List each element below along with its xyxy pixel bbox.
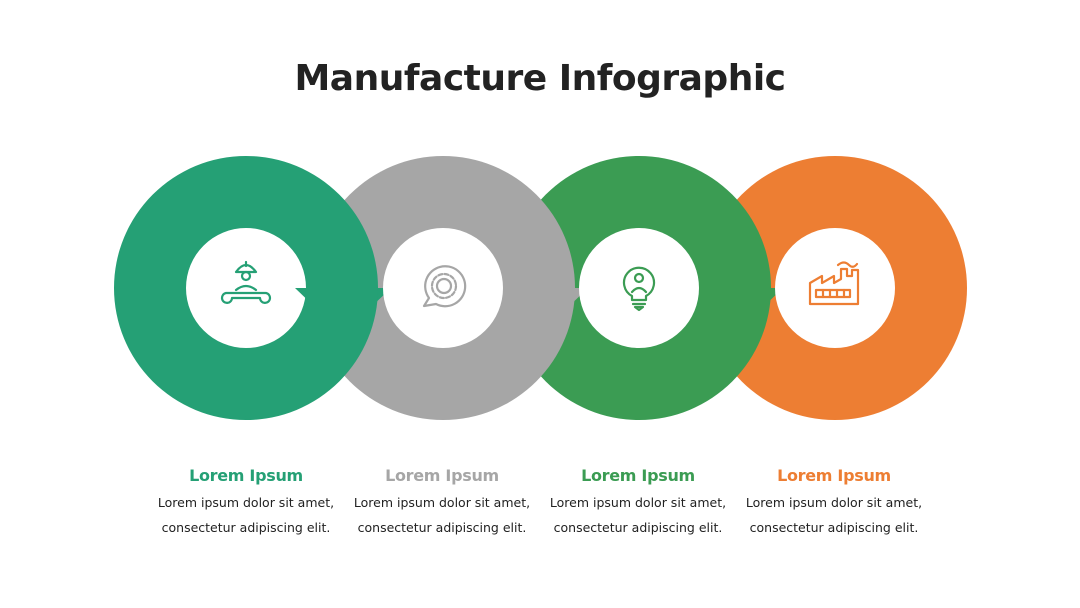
step-3-caption: Lorem Ipsum Lorem ipsum dolor sit amet, … <box>538 462 738 540</box>
step-2-caption: Lorem Ipsum Lorem ipsum dolor sit amet, … <box>342 462 542 540</box>
step-1-line-1: Lorem ipsum dolor sit amet, <box>157 495 335 510</box>
step-2-line-1: Lorem ipsum dolor sit amet, <box>353 495 531 510</box>
step-1-ring-group <box>114 156 378 420</box>
step-4-heading: Lorem Ipsum <box>777 466 891 485</box>
step-3-line-1: Lorem ipsum dolor sit amet, <box>549 495 727 510</box>
step-4-line-2: consectetur adipiscing elit. <box>749 520 919 535</box>
step-4-hole <box>775 228 895 348</box>
person-lightbulb-icon <box>622 266 656 312</box>
factory-icon <box>808 261 860 306</box>
gear-speech-bubble-icon <box>422 265 467 308</box>
step-1-heading: Lorem Ipsum <box>189 466 303 485</box>
step-1-ring <box>114 156 378 420</box>
step-3-heading: Lorem Ipsum <box>581 466 695 485</box>
step-1-caption: Lorem Ipsum Lorem ipsum dolor sit amet, … <box>146 462 346 540</box>
step-4-caption: Lorem Ipsum Lorem ipsum dolor sit amet, … <box>734 462 934 540</box>
step-2-line-2: consectetur adipiscing elit. <box>357 520 527 535</box>
step-1-line-2: consectetur adipiscing elit. <box>161 520 331 535</box>
step-2-heading: Lorem Ipsum <box>385 466 499 485</box>
step-3-line-2: consectetur adipiscing elit. <box>553 520 723 535</box>
worker-with-wrench-icon <box>220 260 272 304</box>
step-2-hole <box>383 228 503 348</box>
step-4-line-1: Lorem ipsum dolor sit amet, <box>745 495 923 510</box>
page-title: Manufacture Infographic <box>294 58 786 99</box>
